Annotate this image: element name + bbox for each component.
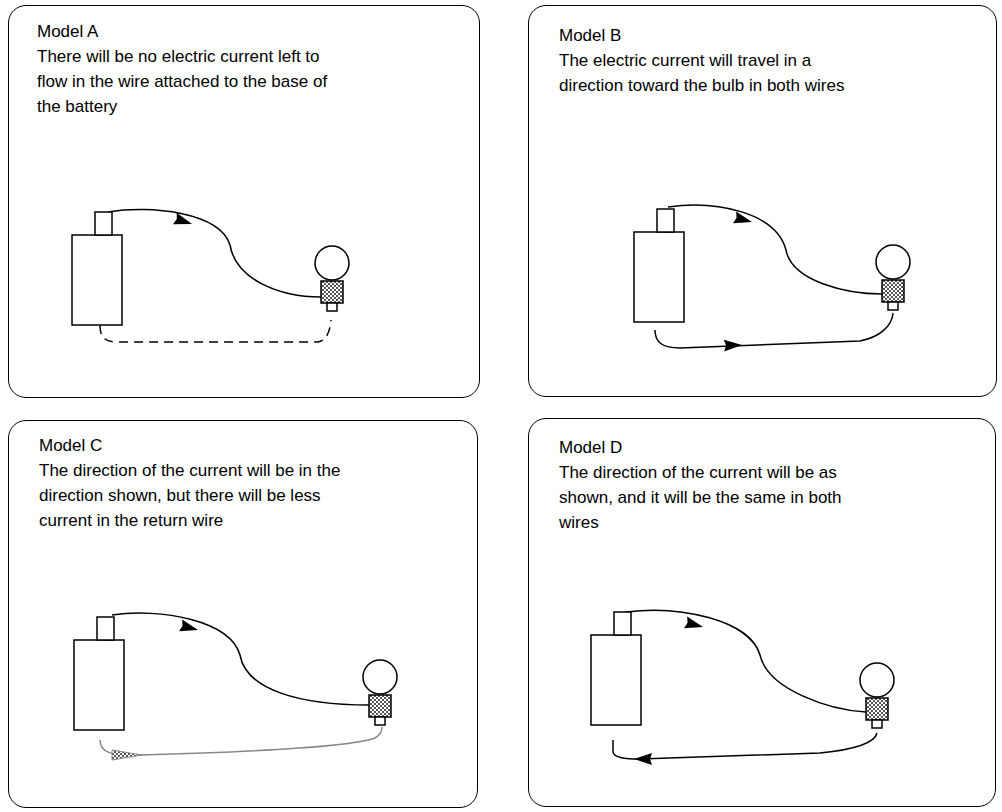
panel-heading: Model B xyxy=(559,23,996,48)
model-a-circuit xyxy=(100,210,331,342)
panel-description: There will be no electric current left t… xyxy=(37,44,342,119)
arrowhead xyxy=(733,212,753,228)
bulb xyxy=(860,663,894,728)
arrowhead-grey xyxy=(112,750,142,760)
panel-description: The direction of the current will be as … xyxy=(559,460,864,535)
model-d-circuit xyxy=(613,610,877,759)
model-panel: Model AThere will be no electric current… xyxy=(8,5,480,398)
model-panel: Model DThe direction of the current will… xyxy=(528,418,996,807)
battery xyxy=(591,612,641,725)
model-panel: Model CThe direction of the current will… xyxy=(8,420,478,808)
model-b-circuit xyxy=(655,205,893,348)
arrowhead xyxy=(684,617,704,633)
panel-heading: Model C xyxy=(39,433,477,458)
arrowhead xyxy=(724,339,742,352)
arrowhead xyxy=(634,753,652,765)
bulb xyxy=(363,660,397,725)
panel-description: The direction of the current will be in … xyxy=(39,458,344,533)
arrowhead xyxy=(179,620,199,636)
panel-heading: Model A xyxy=(37,19,479,44)
arrowhead xyxy=(173,213,194,230)
bulb xyxy=(876,245,910,310)
model-panel: Model BThe electric current will travel … xyxy=(528,5,997,397)
bulb xyxy=(315,246,349,311)
panel-heading: Model D xyxy=(559,435,995,460)
panel-description: The electric current will travel in a di… xyxy=(559,48,864,98)
battery xyxy=(72,212,122,325)
model-c-circuit xyxy=(100,613,382,755)
battery xyxy=(634,209,684,322)
battery xyxy=(74,617,124,730)
